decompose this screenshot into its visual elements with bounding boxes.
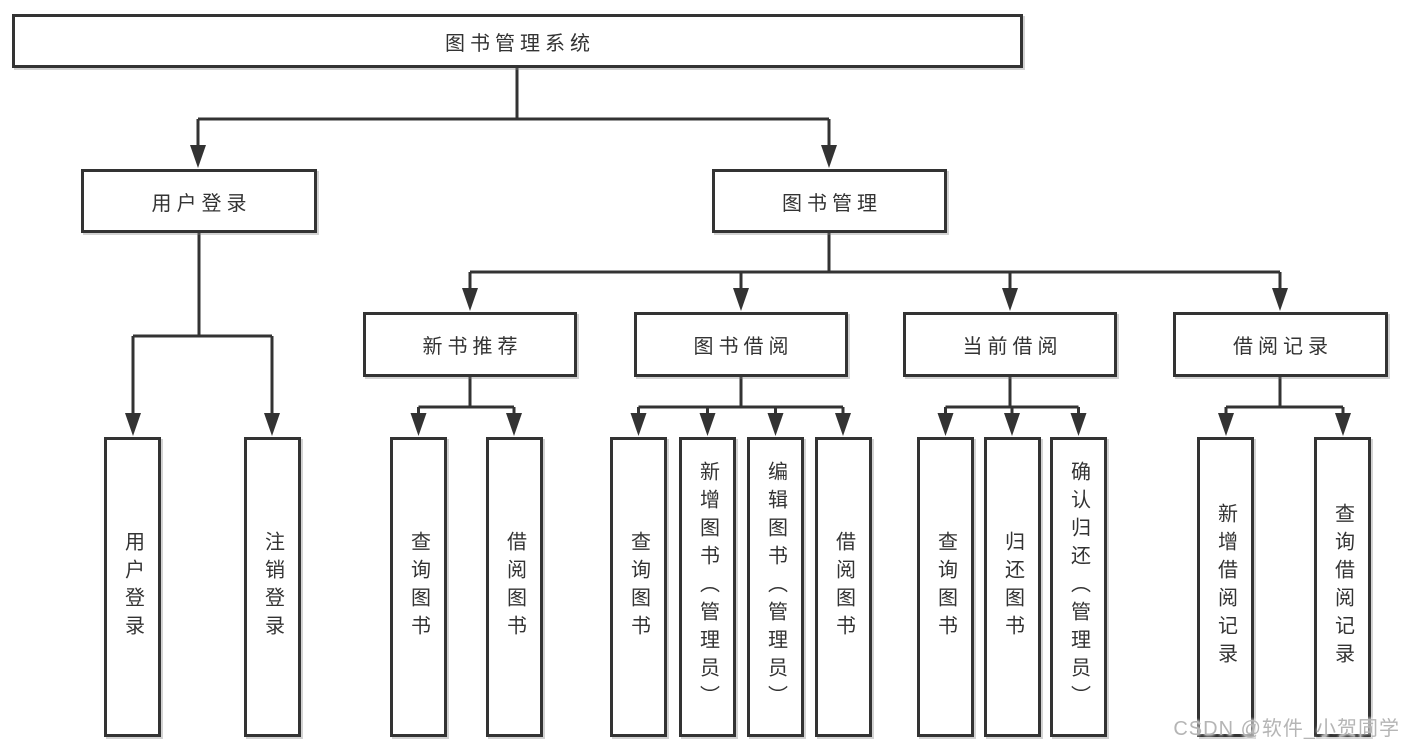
node-user-login: 用户登录 [81, 169, 317, 233]
node-new-book-recommend: 新书推荐 [363, 312, 577, 377]
node-current-return-books: 归还图书 [984, 437, 1041, 737]
node-current-borrow: 当前借阅 [903, 312, 1117, 377]
node-rec-query-books: 查询图书 [390, 437, 447, 737]
node-borrow-query-books: 查询图书 [610, 437, 667, 737]
node-records-add-record: 新增借阅记录 [1197, 437, 1254, 737]
node-current-confirm-return-admin: 确认归还（管理员） [1050, 437, 1107, 737]
node-current-query-books: 查询图书 [917, 437, 974, 737]
node-book-borrow: 图书借阅 [634, 312, 848, 377]
node-root: 图书管理系统 [12, 14, 1023, 68]
node-records-query-record: 查询借阅记录 [1314, 437, 1371, 737]
csdn-watermark: CSDN @软件_小贺同学 [1173, 718, 1400, 740]
node-borrow-add-books-admin: 新增图书（管理员） [679, 437, 736, 737]
node-borrow-edit-books-admin: 编辑图书（管理员） [747, 437, 804, 737]
arrowheads [125, 145, 1351, 436]
node-borrow-records: 借阅记录 [1173, 312, 1388, 377]
node-logout: 注销登录 [244, 437, 301, 737]
node-rec-borrow-books: 借阅图书 [486, 437, 543, 737]
node-book-management: 图书管理 [712, 169, 947, 233]
node-borrow-lend-books: 借阅图书 [815, 437, 872, 737]
node-login: 用户登录 [104, 437, 161, 737]
tree-edges [131, 68, 1345, 418]
